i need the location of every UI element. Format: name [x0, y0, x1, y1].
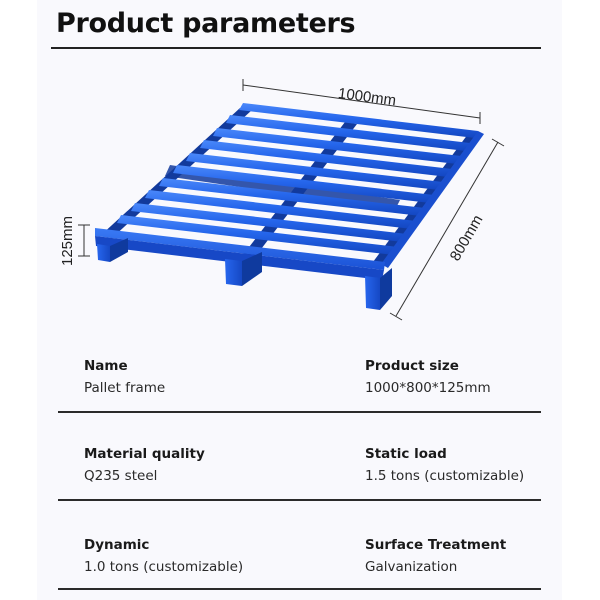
length-dimension-label: 1000mm	[337, 85, 397, 109]
row-divider	[58, 588, 541, 590]
spec-label: Surface Treatment	[365, 537, 507, 553]
row-divider	[58, 411, 541, 413]
spec-value: 1.5 tons (customizable)	[365, 468, 525, 484]
height-dimension-label: 125mm	[59, 216, 76, 266]
pallet-front-beam	[95, 228, 385, 280]
page-title: Product parameters	[56, 8, 356, 39]
spec-static-load: Static load 1.5 tons (customizable)	[365, 445, 524, 485]
spec-material-quality: Material quality Q235 steel	[84, 445, 205, 485]
spec-value: 1.0 tons (customizable)	[84, 559, 244, 575]
spec-label: Name	[84, 358, 128, 374]
row-divider	[58, 499, 541, 501]
pallet-slats	[117, 103, 478, 255]
title-divider	[51, 47, 541, 49]
spec-surface-treatment: Surface Treatment Galvanization	[365, 536, 506, 576]
pallet-illustration: 1000mm 800mm 125mm	[59, 79, 505, 321]
pallet-side-beam	[381, 131, 484, 268]
spec-label: Product size	[365, 358, 459, 374]
spec-name: Name Pallet frame	[84, 357, 165, 397]
dimension-height: 125mm	[59, 216, 90, 266]
spec-dynamic-load: Dynamic 1.0 tons (customizable)	[84, 536, 243, 576]
spec-value: Pallet frame	[84, 380, 166, 396]
pallet-legs	[97, 238, 392, 310]
spec-value: Q235 steel	[84, 468, 158, 484]
spec-label: Material quality	[84, 446, 205, 462]
spec-label: Static load	[365, 446, 447, 462]
spec-label: Dynamic	[84, 537, 150, 553]
spec-value: 1000*800*125mm	[365, 380, 491, 396]
spec-product-size: Product size 1000*800*125mm	[365, 357, 491, 397]
spec-value: Galvanization	[365, 559, 458, 575]
